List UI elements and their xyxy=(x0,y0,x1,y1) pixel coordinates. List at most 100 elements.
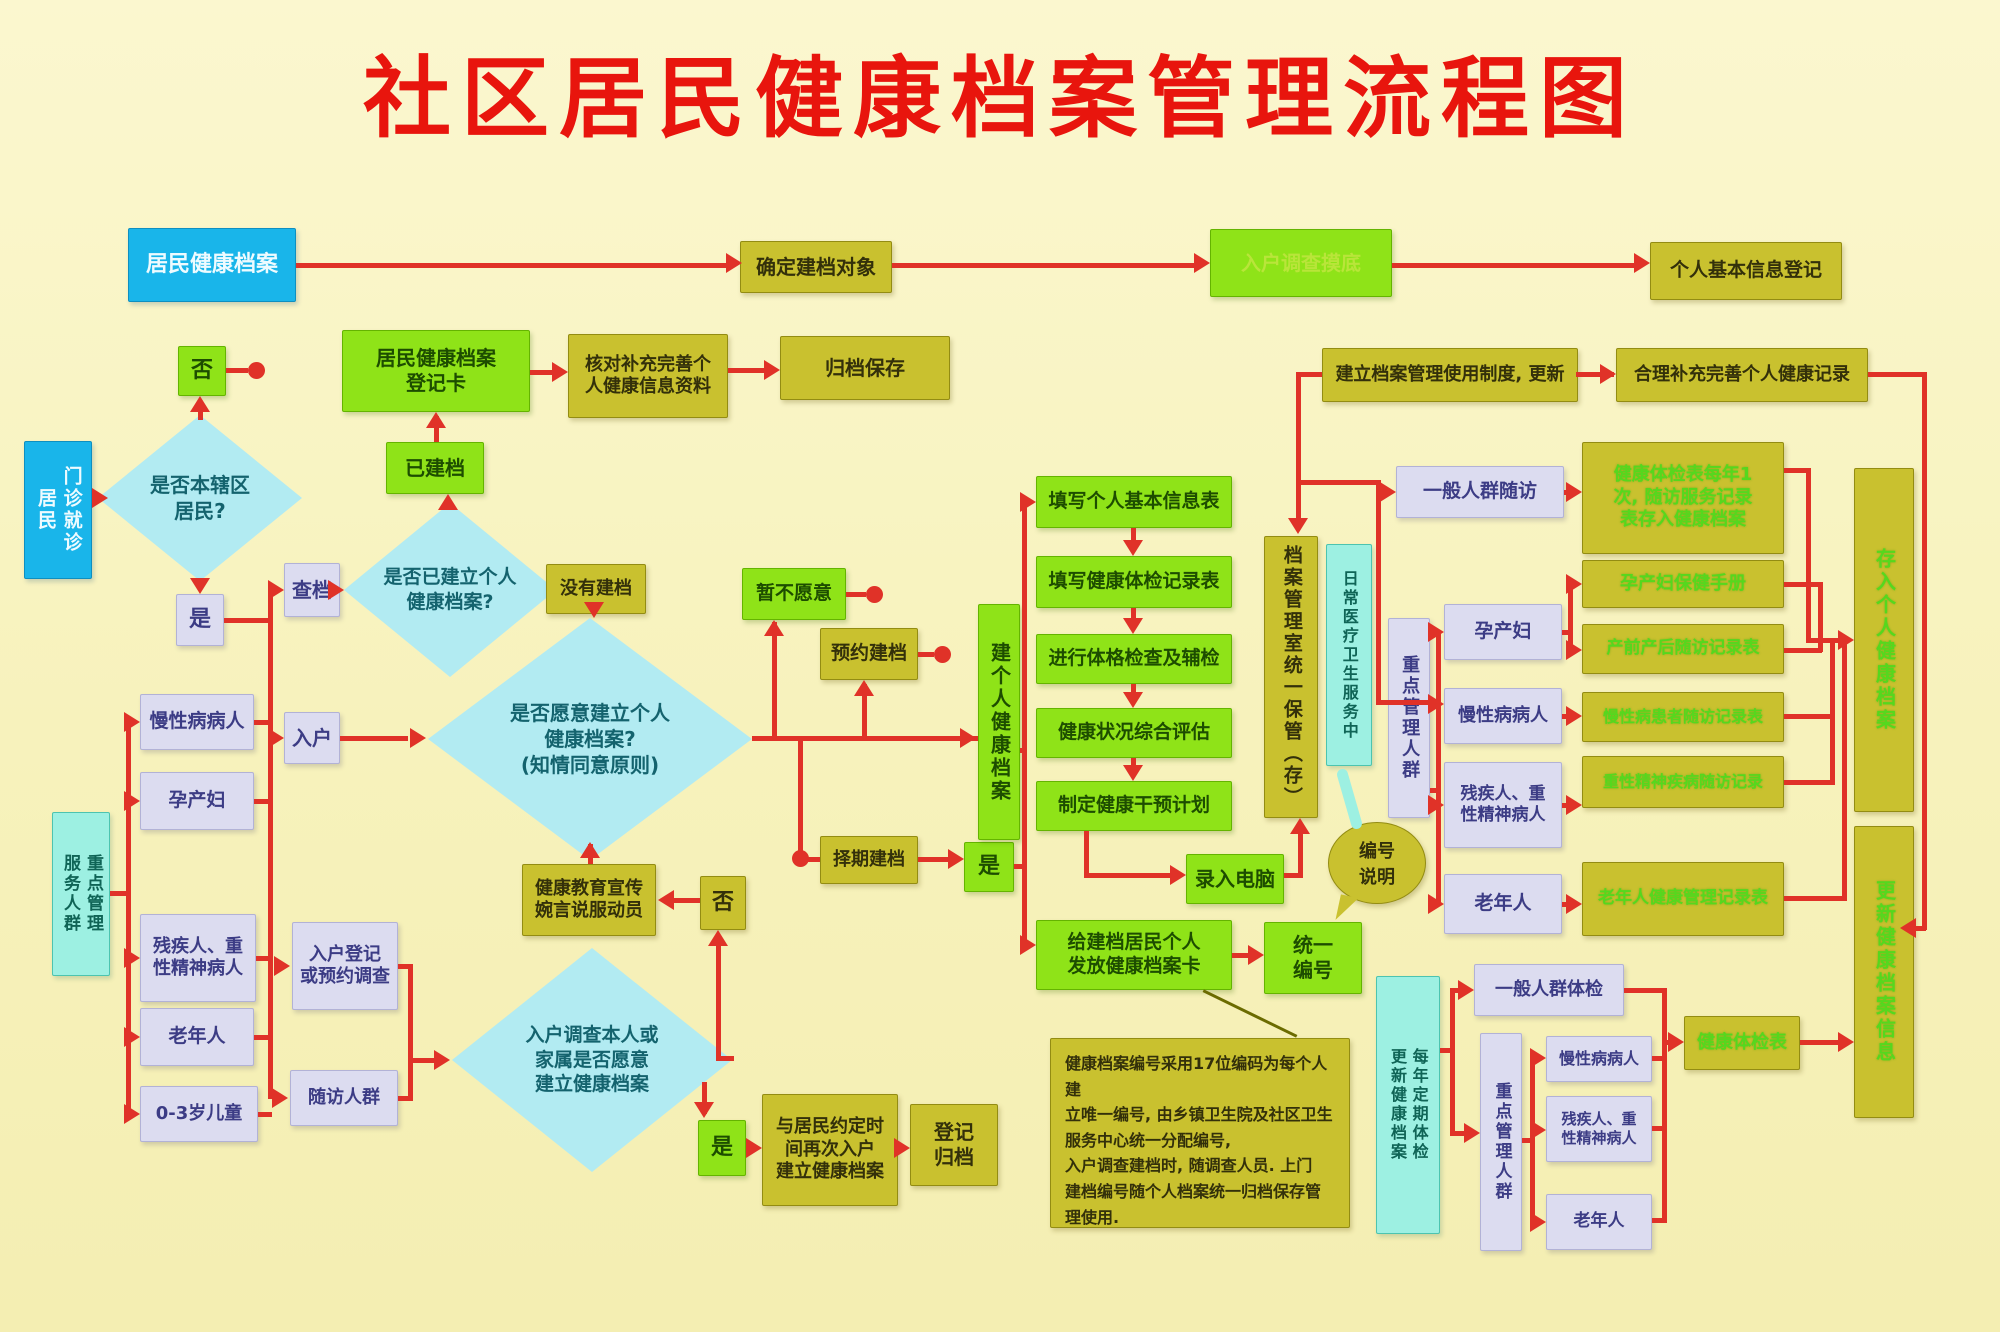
edge xyxy=(918,652,934,657)
list-disabled-mental: 残疾人、重 性精神病人 xyxy=(140,914,256,1002)
edge xyxy=(1450,988,1455,1136)
edge xyxy=(198,410,203,420)
edge xyxy=(110,891,126,896)
edge xyxy=(1084,873,1172,878)
page-title: 社区居民健康档案管理流程图 xyxy=(362,47,1637,150)
label-yes-1: 是 xyxy=(176,594,224,646)
cyan-pointer xyxy=(1335,767,1364,831)
edge xyxy=(530,370,554,375)
step-intervention-plan: 制定健康干预计划 xyxy=(1036,781,1232,831)
edge xyxy=(716,939,721,1058)
node-general-followup: 一般人群随访 xyxy=(1396,466,1564,518)
step-fill-exam-record: 填写健康体检记录表 xyxy=(1036,556,1232,608)
edge xyxy=(1922,372,1927,930)
node-supplement-personal-record: 合理补充完善个人健康记录 xyxy=(1616,348,1868,402)
arrow xyxy=(1530,1048,1546,1068)
arrow xyxy=(124,1027,140,1047)
edge xyxy=(806,857,820,862)
edge xyxy=(1131,684,1136,694)
edge xyxy=(1652,1056,1666,1061)
arrow xyxy=(124,712,140,732)
edge xyxy=(296,263,726,268)
edge xyxy=(1131,758,1136,767)
node-health-education-persuade: 健康教育宣传 婉言说服动员 xyxy=(522,864,656,936)
arrow xyxy=(1290,818,1310,834)
edge xyxy=(1652,1218,1666,1223)
arrow xyxy=(1566,894,1582,914)
edge xyxy=(254,799,272,804)
edge xyxy=(1014,864,1026,869)
edge xyxy=(798,741,803,856)
arrow xyxy=(190,396,210,412)
node-define-targets: 确定建档对象 xyxy=(740,241,892,293)
edge xyxy=(716,1056,734,1061)
edge xyxy=(1232,953,1248,958)
node-followup-population: 随访人群 xyxy=(290,1070,398,1126)
node-appointment-archive: 预约建档 xyxy=(820,628,918,680)
arrow xyxy=(272,1088,288,1108)
list-chronic-patients: 慢性病病人 xyxy=(140,694,254,750)
arrow xyxy=(726,253,742,273)
list-elderly: 老年人 xyxy=(140,1008,254,1066)
bubble-tail xyxy=(1335,894,1359,924)
arrow xyxy=(124,1104,140,1124)
label-already-archived: 已建档 xyxy=(386,442,484,494)
arrow xyxy=(438,494,458,510)
label-yes-3: 是 xyxy=(698,1120,746,1176)
arrow xyxy=(1530,1120,1546,1140)
arrow xyxy=(694,1102,714,1118)
edge xyxy=(398,1096,412,1101)
arrow xyxy=(552,362,568,382)
list2-pregnant-women: 孕产妇 xyxy=(1444,604,1562,660)
node-management-system-update: 建立档案管理使用制度, 更新 xyxy=(1322,348,1578,402)
edge xyxy=(1806,638,1846,643)
callout-numbering-note: 编号 说明 xyxy=(1328,822,1426,904)
edge xyxy=(1830,640,1835,785)
edge xyxy=(1522,1138,1532,1143)
end-dot xyxy=(248,362,265,379)
node-register-file: 登记 归档 xyxy=(910,1104,998,1186)
edge xyxy=(268,739,273,1099)
list3-disabled-mental: 残疾人、重 性精神病人 xyxy=(1546,1096,1652,1162)
label-no-2: 否 xyxy=(700,876,746,930)
arrow xyxy=(124,791,140,811)
arrow xyxy=(190,578,210,594)
arrow xyxy=(124,948,140,968)
edge xyxy=(408,964,413,1101)
arrow xyxy=(1566,640,1582,660)
arrow xyxy=(746,1138,762,1158)
record-health-exam-table: 健康体检表 xyxy=(1684,1016,1800,1070)
edge xyxy=(1868,372,1926,377)
node-household-survey: 入户调查摸底 xyxy=(1210,229,1392,297)
edge xyxy=(846,592,866,597)
edge xyxy=(398,964,412,969)
edge xyxy=(1440,1048,1452,1053)
node-temporarily-unwilling: 暂不愿意 xyxy=(742,568,846,620)
edge xyxy=(1131,608,1136,620)
node-store-into-archive: 存入个人健康档案 xyxy=(1854,468,1914,812)
arrow xyxy=(1248,945,1264,965)
edge xyxy=(1284,873,1301,878)
edge xyxy=(1652,1126,1666,1131)
arrow xyxy=(1288,518,1308,534)
label-yes-2: 是 xyxy=(964,842,1014,892)
edge xyxy=(862,684,867,740)
note-numbering-rules: 健康档案编号采用17位编码为每个人建 立唯一编号, 由乡镇卫生院及社区卫生 服务… xyxy=(1050,1038,1350,1228)
edge xyxy=(1022,500,1027,946)
arrow xyxy=(1194,253,1210,273)
arrow xyxy=(1838,1032,1854,1052)
edge xyxy=(1624,988,1666,993)
arrow xyxy=(1428,622,1444,642)
edge xyxy=(1376,480,1381,705)
edge xyxy=(1301,480,1381,485)
edge xyxy=(1381,700,1429,705)
record-general-exam-table: 健康体检表每年1 次, 随访服务记录 表存入健康档案 xyxy=(1582,442,1784,554)
step-physical-exam: 进行体格检查及辅检 xyxy=(1036,634,1232,684)
edge xyxy=(1818,582,1823,652)
list-children-0-3: 0-3岁儿童 xyxy=(140,1086,258,1142)
node-key-population-2: 重点管理人群 xyxy=(1480,1033,1522,1251)
end-dot xyxy=(866,586,883,603)
list2-chronic-patients: 慢性病病人 xyxy=(1444,688,1562,744)
edge xyxy=(1806,468,1811,640)
edge xyxy=(434,416,439,442)
